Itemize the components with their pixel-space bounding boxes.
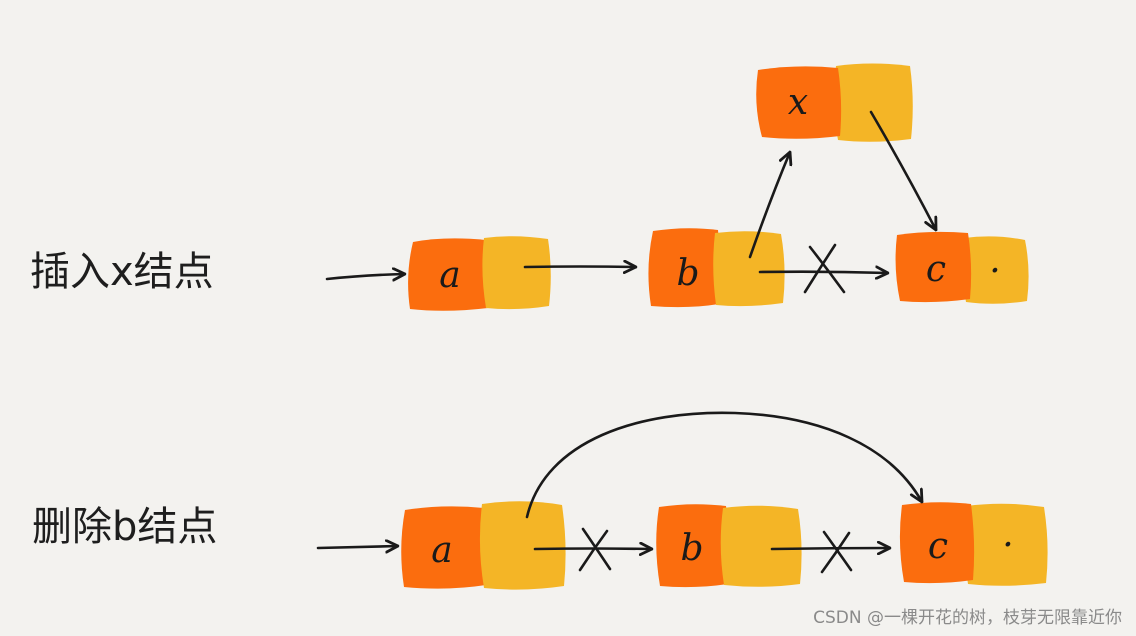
- insert-node-c-letter: c: [926, 249, 946, 290]
- insert-a-to-b-arrow: [523, 267, 638, 268]
- insert-node-b-data-cell: [648, 228, 721, 308]
- insert-x-to-c-arrow: [869, 110, 936, 230]
- delete-node-c-letter: c: [928, 526, 948, 567]
- insert-cross-mark: [803, 243, 846, 294]
- insert-node-a: a: [408, 236, 551, 311]
- insert-node-a-data-cell: [408, 238, 490, 311]
- insert-node-b-next-cell: [713, 231, 785, 307]
- insert-head-arrow: [325, 274, 405, 279]
- delete-node-label: 删除b结点: [32, 504, 217, 550]
- delete-a-to-c-arrow: [525, 411, 922, 519]
- insert-node-c-next-cell: [962, 236, 1029, 304]
- insert-node-c-null-marker: ·: [989, 251, 1000, 292]
- delete-node-a-letter: a: [431, 530, 452, 571]
- delete-head-arrow: [316, 546, 398, 548]
- delete-node-b-data-cell: [656, 504, 730, 588]
- insert-node-a-letter: a: [439, 255, 460, 296]
- delete-node-c-data-cell: [899, 502, 975, 584]
- delete-node-b-letter: b: [680, 528, 703, 569]
- delete-cross-mark-b-to-c: [820, 530, 853, 574]
- delete-node-b-next-cell: [720, 505, 802, 587]
- delete-node-c: c ·: [899, 502, 1048, 586]
- insert-b-to-x-arrow: [748, 152, 790, 259]
- delete-cross-mark-a-to-b: [578, 527, 612, 572]
- insert-node-b-letter: b: [676, 253, 699, 294]
- delete-old-b-to-c-arrow: [770, 548, 892, 549]
- delete-node-c-null-marker: ·: [1002, 525, 1013, 566]
- insert-node-c-data-cell: [895, 231, 972, 303]
- delete-node-a-next-cell: [479, 501, 566, 590]
- csdn-watermark: CSDN @一棵开花的树，枝芽无限靠近你: [813, 608, 1122, 628]
- insert-old-b-to-c-arrow: [758, 272, 888, 273]
- delete-node-b: b: [656, 504, 802, 588]
- insert-node-label: 插入x结点: [30, 249, 214, 295]
- insert-node-c: c ·: [895, 231, 1029, 304]
- insert-node-x-letter: x: [788, 82, 808, 123]
- insert-node-x: x: [756, 63, 913, 142]
- insert-node-a-next-cell: [482, 236, 551, 310]
- delete-node-a-data-cell: [401, 506, 488, 589]
- insert-node-x-next-cell: [833, 63, 913, 142]
- delete-node-a: a: [401, 501, 566, 590]
- delete-node-c-next-cell: [964, 503, 1048, 586]
- insert-node-b: b: [648, 228, 785, 308]
- insert-node-x-data-cell: [756, 66, 842, 139]
